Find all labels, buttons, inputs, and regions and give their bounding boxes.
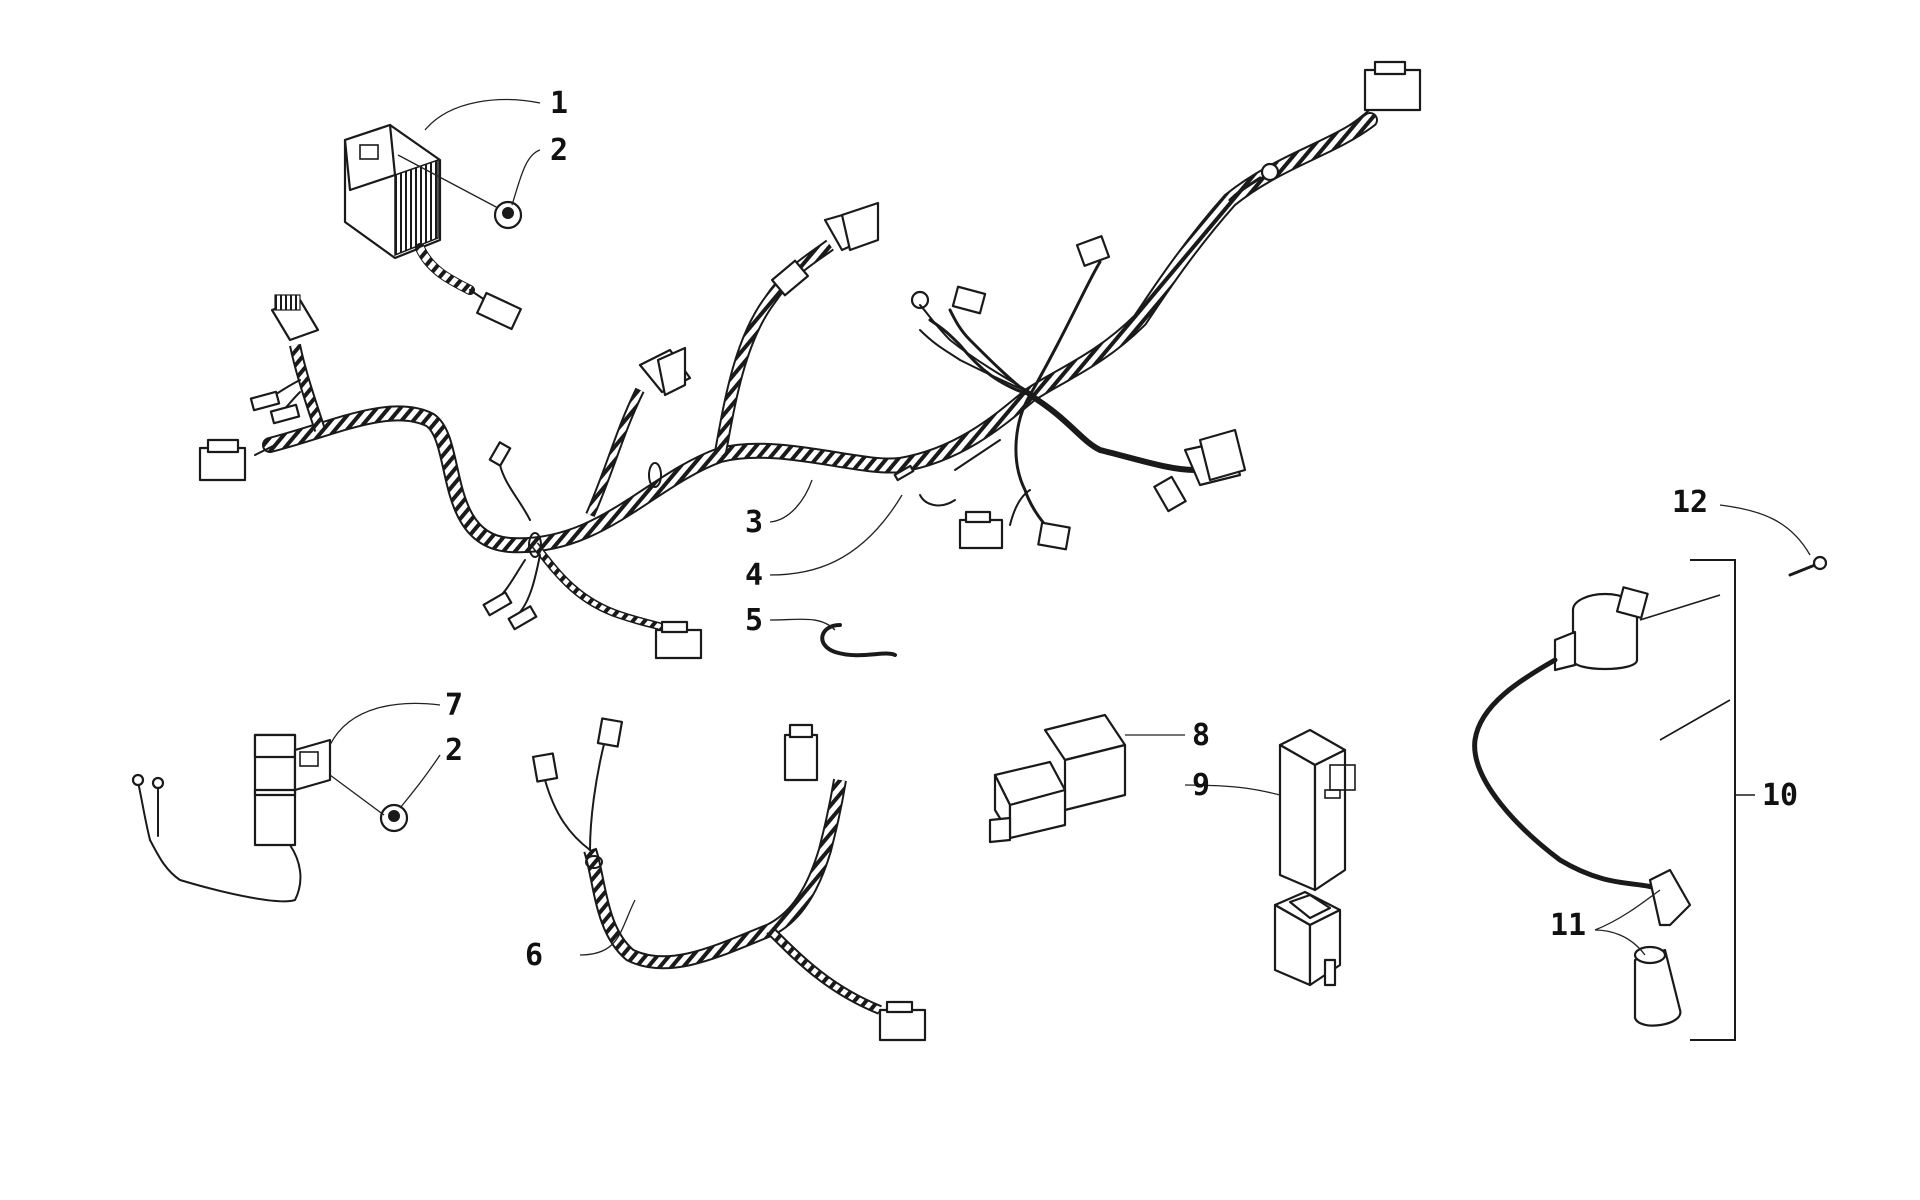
leader-11b xyxy=(1594,889,1661,931)
nut-upper xyxy=(493,200,523,230)
callout-7: 7 xyxy=(445,688,463,723)
callout-4: 4 xyxy=(745,558,763,593)
starter-relay xyxy=(1273,728,1356,987)
leader-2b-line xyxy=(329,774,385,816)
callout-6: 6 xyxy=(525,938,543,973)
callout-2-upper: 2 xyxy=(550,133,568,168)
leader-3 xyxy=(769,479,813,523)
nut-lower xyxy=(379,803,409,833)
callout-3: 3 xyxy=(745,505,763,540)
main-wiring-harness xyxy=(198,60,1422,660)
callout-2-lower: 2 xyxy=(445,733,463,768)
bracket-10 xyxy=(1690,559,1736,1041)
leader-9 xyxy=(1184,784,1281,796)
leader-2a-line xyxy=(397,154,499,209)
leader-2b xyxy=(399,754,441,809)
callout-1: 1 xyxy=(550,86,568,121)
screw xyxy=(1788,555,1828,577)
leader-11a xyxy=(1594,929,1646,956)
leader-lines xyxy=(329,98,1811,956)
callout-5: 5 xyxy=(745,603,763,638)
callout-11: 11 xyxy=(1550,908,1586,943)
leader-1 xyxy=(424,98,541,131)
leader-7 xyxy=(329,702,441,746)
callout-10: 10 xyxy=(1762,778,1798,813)
leader-5 xyxy=(769,618,836,631)
leader-4 xyxy=(769,494,903,576)
voltage-regulator xyxy=(343,123,522,331)
relay-connector xyxy=(988,713,1127,844)
cable-tie xyxy=(820,623,897,658)
callout-12: 12 xyxy=(1672,485,1708,520)
ignition-coil xyxy=(1472,586,1731,1027)
leader-6 xyxy=(579,899,636,956)
callout-9: 9 xyxy=(1192,768,1210,803)
leader-12 xyxy=(1719,504,1811,556)
leader-2a xyxy=(511,149,541,206)
relay-bracket xyxy=(131,733,332,903)
callout-8: 8 xyxy=(1192,718,1210,753)
sub-harness xyxy=(531,717,927,1042)
